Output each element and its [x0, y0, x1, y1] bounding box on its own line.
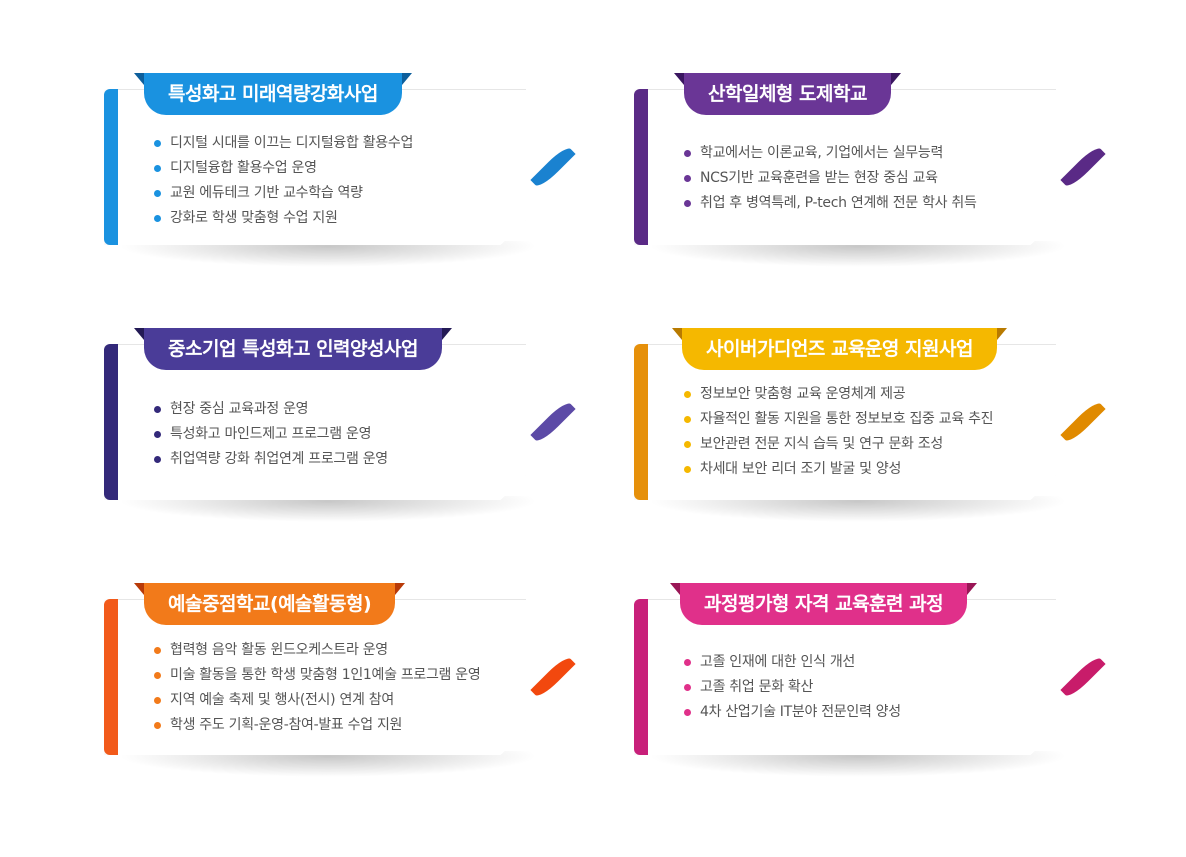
card-3: 현장 중심 교육과정 운영 특성화고 마인드제고 프로그램 운영 취업역량 강화… — [104, 328, 576, 522]
list-item: 4차 산업기술 IT분야 전문인력 양성 — [684, 700, 901, 725]
list-item-text: 특성화고 마인드제고 프로그램 운영 — [170, 426, 372, 442]
list-item-text: 고졸 취업 문화 확산 — [700, 679, 814, 695]
list-item: 디지털융합 활용수업 운영 — [154, 156, 413, 181]
list-item-text: 고졸 인재에 대한 인식 개선 — [700, 654, 855, 670]
leaf-icon — [530, 654, 576, 700]
bullet-icon — [684, 709, 691, 716]
list-item: 자율적인 활동 지원을 통한 정보보호 집중 교육 추진 — [684, 407, 994, 432]
card-body: 협력형 음악 활동 윈드오케스트라 운영 미술 활동을 통한 학생 맞춤형 1인… — [104, 599, 526, 755]
card-body: 고졸 인재에 대한 인식 개선 고졸 취업 문화 확산 4차 산업기술 IT분야… — [634, 599, 1056, 755]
card-title: 사이버가디언즈 교육운영 지원사업 — [672, 328, 1007, 370]
item-list: 현장 중심 교육과정 운영 특성화고 마인드제고 프로그램 운영 취업역량 강화… — [154, 397, 388, 472]
list-item: 고졸 취업 문화 확산 — [684, 675, 901, 700]
bullet-icon — [154, 406, 161, 413]
item-list: 학교에서는 이론교육, 기업에서는 실무능력 NCS기반 교육훈련을 받는 현장… — [684, 141, 977, 216]
list-item: 보안관련 전문 지식 습득 및 연구 문화 조성 — [684, 432, 993, 457]
list-item-text: NCS기반 교육훈련을 받는 현장 중심 교육 — [700, 170, 938, 186]
bullet-icon — [684, 684, 691, 691]
card-title: 과정평가형 자격 교육훈련 과정 — [669, 583, 978, 625]
list-item: 미술 활동을 통한 학생 맞춤형 1인1예술 프로그램 운영 — [154, 663, 481, 688]
list-item-text: 지역 예술 축제 및 행사(전시) 연계 참여 — [170, 692, 394, 708]
bullet-icon — [684, 416, 691, 423]
list-item-text: 강화로 학생 맞춤형 수업 지원 — [170, 210, 338, 226]
bullet-icon — [154, 140, 161, 147]
list-item-text: 교원 에듀테크 기반 교수학습 역량 — [170, 185, 363, 201]
card-title: 예술중점학교(예술활동형) — [133, 583, 406, 625]
list-item: 취업 후 병역특례, P-tech 연계해 전문 학사 취득 — [684, 191, 977, 216]
card-shadow — [118, 496, 538, 522]
list-item: 고졸 인재에 대한 인식 개선 — [684, 650, 901, 675]
card-title: 특성화고 미래역량강화사업 — [134, 73, 412, 115]
list-item: NCS기반 교육훈련을 받는 현장 중심 교육 — [684, 166, 977, 191]
list-item: 특성화고 마인드제고 프로그램 운영 — [154, 422, 388, 447]
card-2: 학교에서는 이론교육, 기업에서는 실무능력 NCS기반 교육훈련을 받는 현장… — [634, 73, 1106, 267]
bullet-icon — [684, 466, 691, 473]
list-item-text: 보안관련 전문 지식 습득 및 연구 문화 조성 — [700, 436, 943, 452]
list-item-text: 자율적인 활동 지원을 통한 정보보호 집중 교육 추진 — [700, 411, 994, 427]
list-item-text: 협력형 음악 활동 윈드오케스트라 운영 — [170, 642, 388, 658]
leaf-icon — [530, 399, 576, 445]
list-item: 차세대 보안 리더 조기 발굴 및 양성 — [684, 457, 993, 482]
bullet-icon — [154, 431, 161, 438]
list-item-text: 현장 중심 교육과정 운영 — [170, 401, 309, 417]
list-item-text: 차세대 보안 리더 조기 발굴 및 양성 — [700, 461, 902, 477]
card-6: 고졸 인재에 대한 인식 개선 고졸 취업 문화 확산 4차 산업기술 IT분야… — [634, 583, 1106, 777]
bullet-icon — [154, 697, 161, 704]
item-list: 고졸 인재에 대한 인식 개선 고졸 취업 문화 확산 4차 산업기술 IT분야… — [684, 650, 901, 725]
item-list: 협력형 음악 활동 윈드오케스트라 운영 미술 활동을 통한 학생 맞춤형 1인… — [154, 638, 481, 738]
bullet-icon — [154, 165, 161, 172]
bullet-icon — [684, 391, 691, 398]
list-item-text: 정보보안 맞춤형 교육 운영체계 제공 — [700, 386, 906, 402]
card-4: 정보보안 맞춤형 교육 운영체계 제공 자율적인 활동 지원을 통한 정보보호 … — [634, 328, 1106, 522]
card-shadow — [648, 751, 1068, 777]
list-item-text: 학교에서는 이론교육, 기업에서는 실무능력 — [700, 145, 944, 161]
list-item-text: 취업 후 병역특례, P-tech 연계해 전문 학사 취득 — [700, 195, 977, 211]
card-body: 정보보안 맞춤형 교육 운영체계 제공 자율적인 활동 지원을 통한 정보보호 … — [634, 344, 1056, 500]
bullet-icon — [154, 647, 161, 654]
list-item-text: 학생 주도 기획-운영-참여-발표 수업 지원 — [170, 717, 403, 733]
bullet-icon — [154, 215, 161, 222]
bullet-icon — [154, 722, 161, 729]
list-item: 강화로 학생 맞춤형 수업 지원 — [154, 206, 413, 231]
leaf-icon — [1060, 144, 1106, 190]
card-title: 중소기업 특성화고 인력양성사업 — [134, 328, 452, 370]
leaf-icon — [1060, 399, 1106, 445]
bullet-icon — [684, 659, 691, 666]
list-item: 교원 에듀테크 기반 교수학습 역량 — [154, 181, 413, 206]
list-item: 학생 주도 기획-운영-참여-발표 수업 지원 — [154, 713, 480, 738]
bullet-icon — [154, 672, 161, 679]
card-shadow — [118, 751, 538, 777]
list-item: 디지털 시대를 이끄는 디지털융합 활용수업 — [154, 131, 413, 156]
list-item-text: 디지털융합 활용수업 운영 — [170, 160, 317, 176]
bullet-icon — [684, 200, 691, 207]
list-item: 정보보안 맞춤형 교육 운영체계 제공 — [684, 382, 993, 407]
bullet-icon — [154, 190, 161, 197]
card-title: 산학일체형 도제학교 — [674, 73, 901, 115]
card-shadow — [118, 241, 538, 267]
list-item-text: 디지털 시대를 이끄는 디지털융합 활용수업 — [170, 135, 414, 151]
card-body: 학교에서는 이론교육, 기업에서는 실무능력 NCS기반 교육훈련을 받는 현장… — [634, 89, 1056, 245]
leaf-icon — [1060, 654, 1106, 700]
leaf-icon — [530, 144, 576, 190]
item-list: 디지털 시대를 이끄는 디지털융합 활용수업 디지털융합 활용수업 운영 교원 … — [154, 131, 413, 231]
card-shadow — [648, 496, 1068, 522]
list-item: 학교에서는 이론교육, 기업에서는 실무능력 — [684, 141, 977, 166]
bullet-icon — [154, 456, 161, 463]
card-shadow — [648, 241, 1068, 267]
list-item: 현장 중심 교육과정 운영 — [154, 397, 388, 422]
card-5: 협력형 음악 활동 윈드오케스트라 운영 미술 활동을 통한 학생 맞춤형 1인… — [104, 583, 576, 777]
card-body: 디지털 시대를 이끄는 디지털융합 활용수업 디지털융합 활용수업 운영 교원 … — [104, 89, 526, 245]
list-item-text: 취업역량 강화 취업연계 프로그램 운영 — [170, 451, 388, 467]
bullet-icon — [684, 150, 691, 157]
list-item-text: 4차 산업기술 IT분야 전문인력 양성 — [700, 704, 901, 720]
list-item: 협력형 음악 활동 윈드오케스트라 운영 — [154, 638, 480, 663]
bullet-icon — [684, 441, 691, 448]
list-item: 취업역량 강화 취업연계 프로그램 운영 — [154, 447, 388, 472]
card-1: 디지털 시대를 이끄는 디지털융합 활용수업 디지털융합 활용수업 운영 교원 … — [104, 73, 576, 267]
item-list: 정보보안 맞춤형 교육 운영체계 제공 자율적인 활동 지원을 통한 정보보호 … — [684, 382, 994, 482]
bullet-icon — [684, 175, 691, 182]
list-item: 지역 예술 축제 및 행사(전시) 연계 참여 — [154, 688, 480, 713]
list-item-text: 미술 활동을 통한 학생 맞춤형 1인1예술 프로그램 운영 — [170, 667, 481, 683]
